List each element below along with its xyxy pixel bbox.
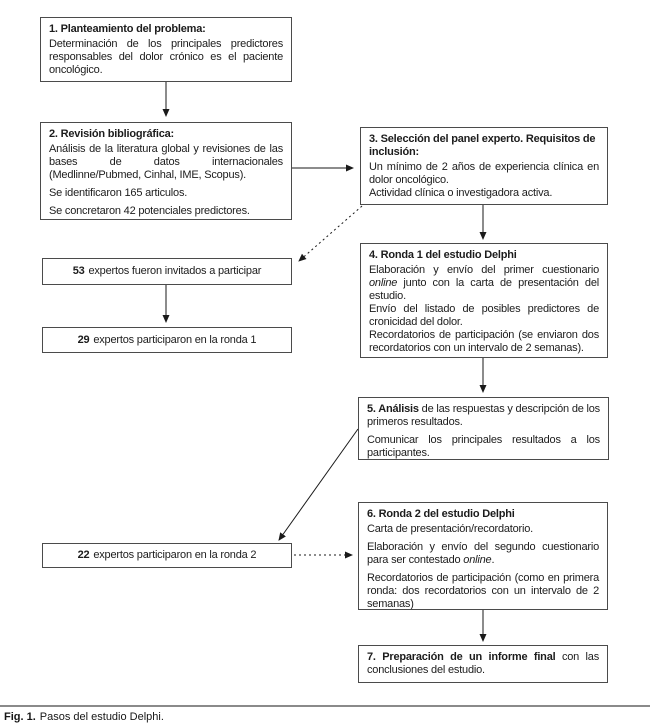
step2-title: 2. Revisión bibliográfica: xyxy=(49,128,174,140)
step1-body: Determinación de los principales predict… xyxy=(49,38,283,76)
step5-paragraph: 5. Análisis de las respuestas y descripc… xyxy=(367,403,600,428)
dashed-arrow-step3-to-invited xyxy=(298,205,363,262)
step6-paragraph: Recordatorios de participación (como en … xyxy=(367,572,599,610)
step1-box: 1. Planteamiento del problema: Determina… xyxy=(40,17,292,82)
step6-box: 6. Ronda 2 del estudio Delphi Carta de p… xyxy=(358,502,608,610)
step4-paragraph: Elaboración y envío del primer cuestiona… xyxy=(369,264,599,302)
round1-participants-box: 29 expertos participaron en la ronda 1 xyxy=(42,327,292,353)
round1-participants-label: 29 expertos participaron en la ronda 1 xyxy=(77,333,257,346)
step3-paragraph: Actividad clínica o investigadora activa… xyxy=(369,187,553,199)
step4-box: 4. Ronda 1 del estudio Delphi Elaboració… xyxy=(360,243,608,358)
invited-experts-label: 53 expertos fueron invitados a participa… xyxy=(72,265,262,277)
step4-paragraph: Recordatorios de participación (se envia… xyxy=(369,329,599,354)
step1-title: 1. Planteamiento del problema: xyxy=(49,23,206,35)
round2-participants-label: 22 expertos participaron en la ronda 2 xyxy=(77,549,257,561)
round2-participants-box: 22 expertos participaron en la ronda 2 xyxy=(42,543,292,568)
step4-paragraph: Envío del listado de posibles predictore… xyxy=(369,303,599,328)
step4-title: 4. Ronda 1 del estudio Delphi xyxy=(369,249,517,261)
figure-caption-text: Pasos del estudio Delphi. xyxy=(39,711,164,723)
caption-divider xyxy=(0,705,650,707)
figure-caption: Fig. 1.Pasos del estudio Delphi. xyxy=(4,711,164,724)
figure-caption-label: Fig. 1. xyxy=(4,711,36,723)
step3-paragraph: Un mínimo de 2 años de experiencia clíni… xyxy=(369,161,599,186)
step5-box: 5. Análisis de las respuestas y descripc… xyxy=(358,397,609,460)
arrow-step5-to-round2 xyxy=(278,428,359,541)
step2-paragraph: Análisis de la literatura global y revis… xyxy=(49,143,283,181)
step6-title: 6. Ronda 2 del estudio Delphi xyxy=(367,508,515,520)
step5-paragraph: Comunicar los principales resultados a l… xyxy=(367,434,600,459)
step2-paragraph: Se concretaron 42 potenciales predictore… xyxy=(49,205,250,217)
invited-experts-box: 53 expertos fueron invitados a participa… xyxy=(42,258,292,285)
step3-box: 3. Selección del panel experto. Requisit… xyxy=(360,127,608,205)
step6-paragraph: Carta de presentación/recordatorio. xyxy=(367,523,534,535)
step6-paragraph: Elaboración y envío del segundo cuestion… xyxy=(367,541,599,566)
step3-title: 3. Selección del panel experto. Requisit… xyxy=(369,133,596,158)
step7-box: 7. Preparación de un informe final con l… xyxy=(358,645,608,683)
step2-box: 2. Revisión bibliográfica: Análisis de l… xyxy=(40,122,292,220)
step7-paragraph: 7. Preparación de un informe final con l… xyxy=(367,651,599,676)
step2-paragraph: Se identificaron 165 articulos. xyxy=(49,187,188,199)
